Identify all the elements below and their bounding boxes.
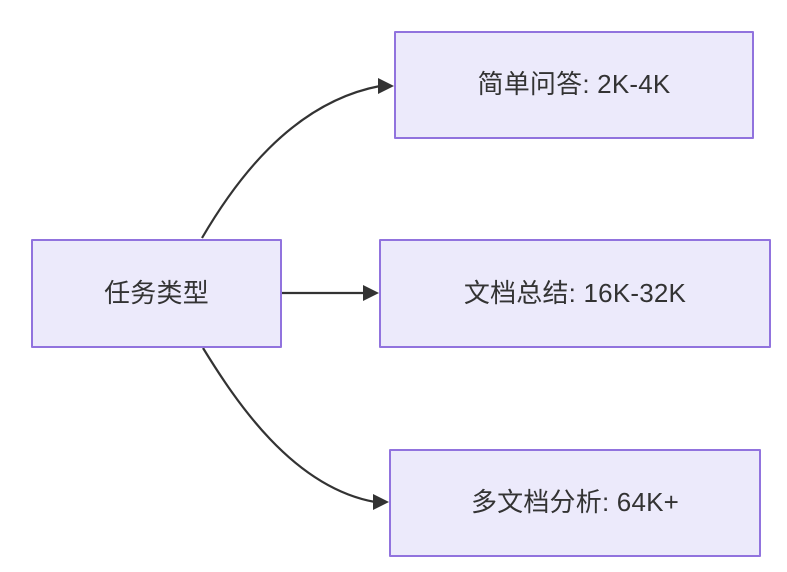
node-doc-summary[interactable]: 文档总结: 16K-32K <box>379 239 771 348</box>
node-task-type[interactable]: 任务类型 <box>31 239 282 348</box>
node-label-multi-doc: 多文档分析: 64K+ <box>470 487 680 518</box>
edge-path-simple-qa <box>201 84 381 239</box>
edge-path-multi-doc <box>202 347 376 504</box>
node-label-task-type: 任务类型 <box>104 277 209 308</box>
node-label-simple-qa: 简单问答: 2K-4K <box>477 69 671 100</box>
arrowhead-multi-doc <box>373 494 389 510</box>
arrowhead-doc-summary <box>363 285 379 301</box>
edge-source-to-doc-summary <box>282 285 379 301</box>
arrowhead-simple-qa <box>378 78 394 94</box>
node-simple-qa[interactable]: 简单问答: 2K-4K <box>394 31 754 139</box>
edge-source-to-multi-doc <box>202 347 389 510</box>
node-label-doc-summary: 文档总结: 16K-32K <box>463 277 687 308</box>
node-multi-doc[interactable]: 多文档分析: 64K+ <box>389 449 761 557</box>
edge-source-to-simple-qa <box>201 78 394 239</box>
